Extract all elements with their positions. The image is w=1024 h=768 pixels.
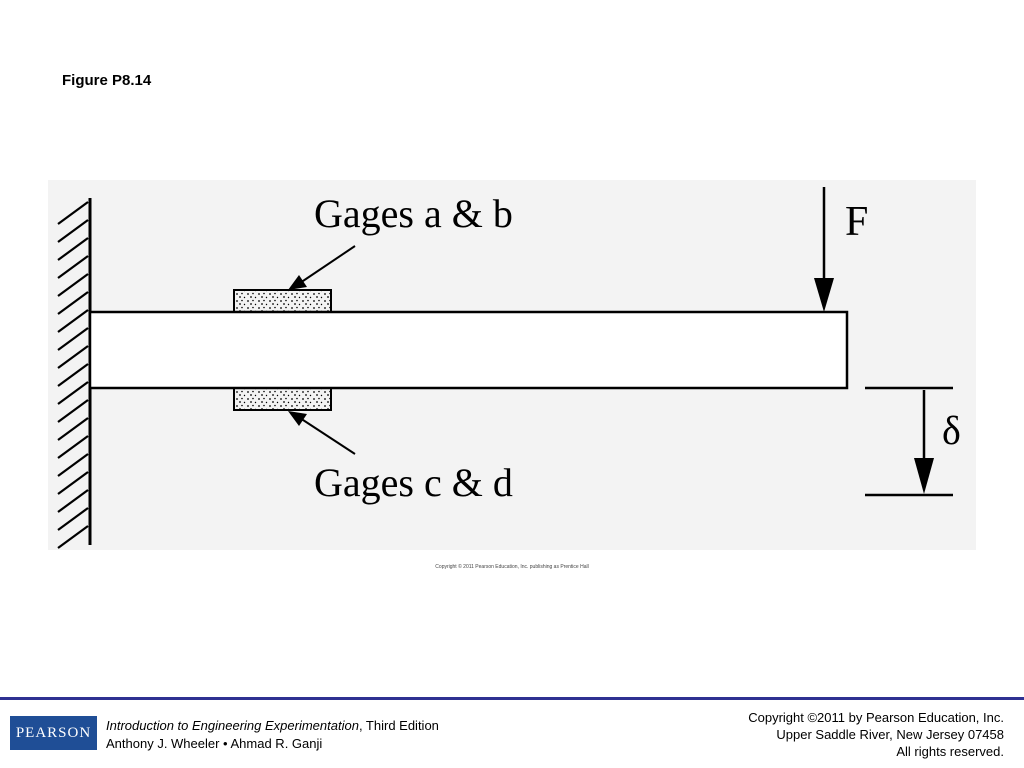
force-arrow <box>814 187 834 312</box>
force-label: F <box>845 199 868 245</box>
book-edition: , Third Edition <box>358 718 439 733</box>
leader-arrow-top <box>288 245 356 290</box>
wall-hatch-line <box>57 237 89 261</box>
footer-divider <box>0 697 1024 700</box>
wall-hatch-line <box>57 507 89 531</box>
pearson-logo-text: PEARSON <box>15 724 92 741</box>
book-info: Introduction to Engineering Experimentat… <box>106 717 439 753</box>
wall-hatch-line <box>57 291 89 315</box>
wall-hatch-line <box>57 435 89 459</box>
deflection-label: δ <box>942 408 961 453</box>
cantilever-beam <box>88 310 849 390</box>
wall-hatch-line <box>57 201 89 225</box>
gages-c-d-label: Gages c & d <box>314 460 513 505</box>
wall-hatch-line <box>57 309 89 333</box>
wall-hatch-line <box>57 345 89 369</box>
deflection-indicator <box>865 386 953 497</box>
wall-hatch-line <box>57 453 89 477</box>
wall-hatch-line <box>57 273 89 297</box>
pearson-logo: PEARSON <box>10 716 97 750</box>
figure-title: Figure P8.14 <box>62 72 152 89</box>
copyright-line-2: Upper Saddle River, New Jersey 07458 <box>776 727 1004 742</box>
wall-hatch-line <box>57 327 89 351</box>
wall-hatch-line <box>57 489 89 513</box>
wall-hatch-line <box>57 399 89 423</box>
copyright-line-3: All rights reserved. <box>896 744 1004 759</box>
gages-a-b-label: Gages a & b <box>314 191 513 236</box>
fixed-wall-support <box>57 198 92 549</box>
book-title: Introduction to Engineering Experimentat… <box>106 718 359 733</box>
wall-hatch-line <box>57 525 89 549</box>
leader-arrow-bottom <box>288 411 356 455</box>
wall-hatch-line <box>57 255 89 279</box>
wall-hatch-line <box>57 417 89 441</box>
publisher-copyright: Copyright ©2011 by Pearson Education, In… <box>748 709 1004 760</box>
strain-gage-top <box>233 289 332 313</box>
copyright-line-1: Copyright ©2011 by Pearson Education, In… <box>748 710 1004 725</box>
strain-gage-bottom <box>233 387 332 411</box>
wall-hatch-line <box>57 219 89 243</box>
wall-hatch-line <box>57 471 89 495</box>
book-authors: Anthony J. Wheeler • Ahmad R. Ganji <box>106 736 323 751</box>
book-title-line: Introduction to Engineering Experimentat… <box>106 717 439 735</box>
cantilever-beam-figure: Gages a & b Gages c & d F δ <box>48 180 976 550</box>
figure-copyright-note: Copyright © 2011 Pearson Education, Inc.… <box>435 564 589 570</box>
wall-hatch-line <box>57 363 89 387</box>
wall-hatch-line <box>57 381 89 405</box>
